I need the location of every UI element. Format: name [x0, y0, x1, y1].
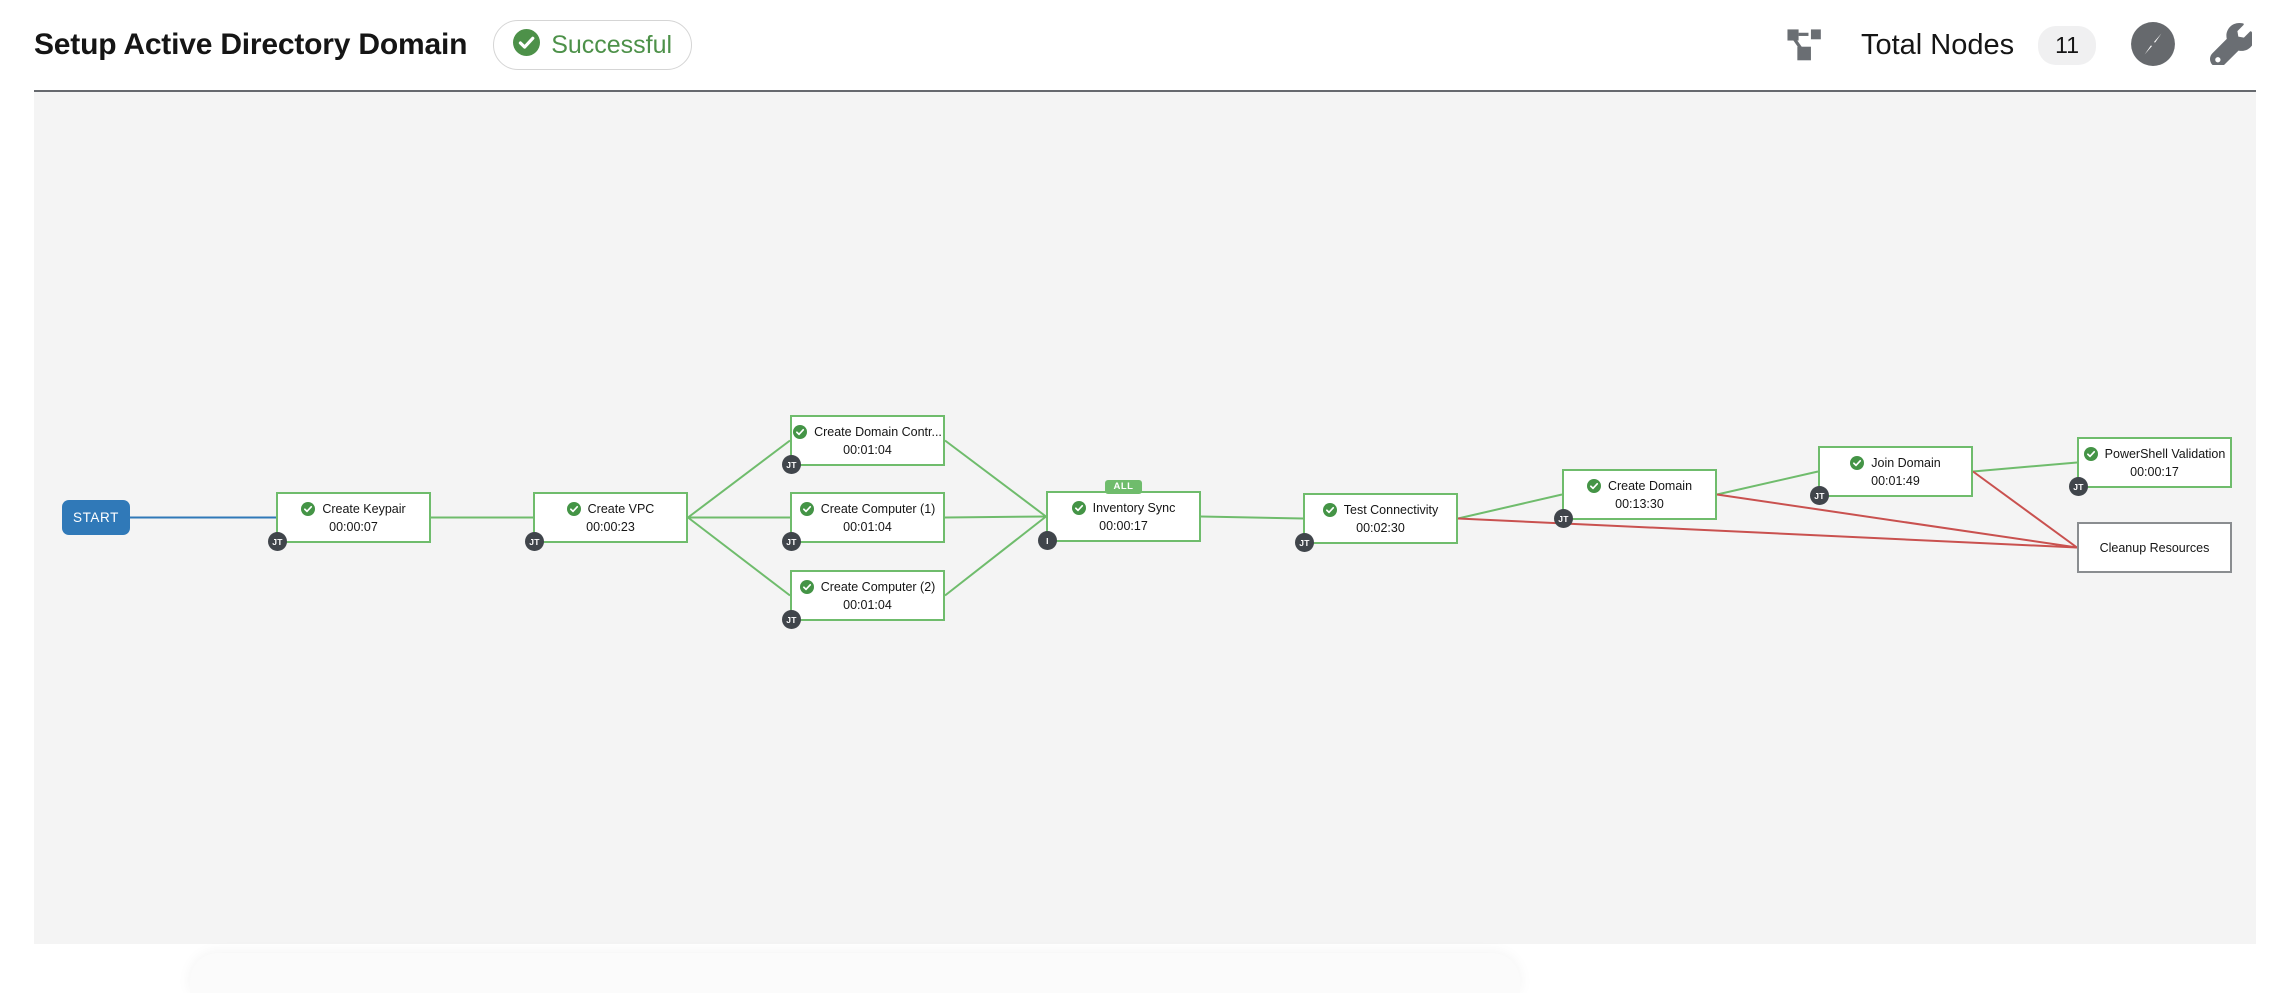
wrench-icon: [2209, 22, 2255, 68]
node-title-row: Join Domain: [1820, 455, 1971, 470]
compass-icon: [2130, 21, 2176, 70]
node-title-row: Create Computer (2): [792, 579, 943, 594]
node-type-badge: JT: [782, 610, 801, 629]
edge-join-domain-to-powershell-validation: [1972, 461, 2078, 473]
node-label: Join Domain: [1871, 455, 1941, 470]
node-label: Cleanup Resources: [2099, 540, 2210, 555]
node-type-badge: JT: [1295, 533, 1314, 552]
status-label: Successful: [551, 30, 673, 59]
edge-create-domain-to-cleanup-resources: [1716, 493, 2078, 549]
node-title-row: Inventory Sync: [1048, 500, 1199, 515]
total-nodes-label: Total Nodes: [1860, 28, 2015, 61]
node-elapsed-time: 00:00:17: [2130, 464, 2179, 479]
edge-create-computer-2-to-inventory-sync: [944, 515, 1047, 597]
node-type-badge: JT: [525, 532, 544, 551]
check-circle-icon: [793, 424, 808, 439]
workflow-edges: [130, 439, 2078, 597]
node-elapsed-time: 00:00:07: [329, 519, 378, 534]
node-title-row: PowerShell Validation: [2079, 446, 2230, 461]
edge-create-vpc-to-create-computer-2: [687, 516, 791, 597]
edge-inventory-sync-to-test-connectivity: [1200, 515, 1304, 520]
node-label: Create Domain Contr...: [814, 424, 942, 439]
success-check-icon: [513, 29, 541, 61]
node-elapsed-time: 00:13:30: [1615, 496, 1664, 511]
check-circle-icon: [1071, 500, 1086, 515]
node-title-row: Create VPC: [535, 501, 686, 516]
topology-icon: [1785, 23, 1827, 68]
node-type-badge: JT: [1554, 509, 1573, 528]
node-elapsed-time: 00:01:04: [843, 442, 892, 457]
node-label: Create Domain: [1607, 478, 1693, 493]
node-elapsed-time: 00:02:30: [1356, 520, 1405, 535]
check-circle-icon: [2083, 446, 2098, 461]
tools-wrench-button[interactable]: [2209, 22, 2255, 68]
node-type-badge: JT: [782, 532, 801, 551]
node-title-row: Create Domain Contr...: [792, 424, 943, 439]
node-type-badge: JT: [2069, 477, 2088, 496]
node-elapsed-time: 00:01:04: [843, 597, 892, 612]
node-title-row: Test Connectivity: [1305, 502, 1456, 517]
edge-create-computer-1-to-inventory-sync: [944, 515, 1047, 519]
edge-join-domain-to-cleanup-resources: [1972, 470, 2078, 549]
check-circle-icon: [1586, 478, 1601, 493]
node-label: PowerShell Validation: [2104, 446, 2226, 461]
node-label: Create Computer (1): [820, 501, 936, 516]
node-title-row: Create Computer (1): [792, 501, 943, 516]
node-type-badge: JT: [782, 455, 801, 474]
node-title-row: Cleanup Resources: [2079, 541, 2230, 555]
node-elapsed-time: 00:00:23: [586, 519, 635, 534]
node-label: Create Computer (2): [820, 579, 936, 594]
start-node[interactable]: START: [62, 500, 130, 535]
workflow-node-inventory-sync[interactable]: Inventory Sync 00:00:17 ALL I: [1038, 480, 1201, 550]
node-label: Test Connectivity: [1343, 502, 1439, 517]
node-convergence-badge: ALL: [1104, 480, 1143, 494]
workflow-header: Setup Active Directory Domain Successful…: [0, 0, 2290, 90]
node-type-badge: JT: [268, 532, 287, 551]
workflow-node-cleanup-resources[interactable]: Cleanup Resources: [2077, 522, 2232, 573]
check-circle-icon: [799, 579, 814, 594]
bottom-panel-edge: [190, 953, 1520, 993]
check-circle-icon: [1322, 502, 1337, 517]
check-circle-icon: [799, 501, 814, 516]
node-elapsed-time: 00:01:49: [1871, 473, 1920, 488]
edge-test-connectivity-to-create-domain: [1457, 493, 1563, 520]
edge-create-domain-to-join-domain: [1716, 470, 1819, 496]
node-elapsed-time: 00:00:17: [1099, 518, 1148, 533]
header-toolbar: Total Nodes 11: [1785, 21, 2255, 70]
legend-compass-button[interactable]: [2130, 21, 2176, 70]
node-label: Inventory Sync: [1092, 500, 1176, 515]
total-nodes-count: 11: [2038, 25, 2096, 65]
check-circle-icon: [301, 501, 316, 516]
node-title-row: Create Domain: [1564, 478, 1715, 493]
status-badge: Successful: [493, 20, 693, 70]
edge-create-vpc-to-create-domain-controller: [687, 439, 791, 519]
node-elapsed-time: 00:01:04: [843, 519, 892, 534]
node-title-row: Create Keypair: [278, 501, 429, 516]
node-type-badge: JT: [1810, 486, 1829, 505]
check-circle-icon: [566, 501, 581, 516]
node-label: Create VPC: [587, 501, 655, 516]
page-title: Setup Active Directory Domain: [34, 28, 468, 61]
check-circle-icon: [1850, 455, 1865, 470]
node-label: Create Keypair: [322, 501, 406, 516]
edge-create-domain-controller-to-inventory-sync: [944, 439, 1047, 518]
node-type-badge: I: [1038, 531, 1057, 550]
